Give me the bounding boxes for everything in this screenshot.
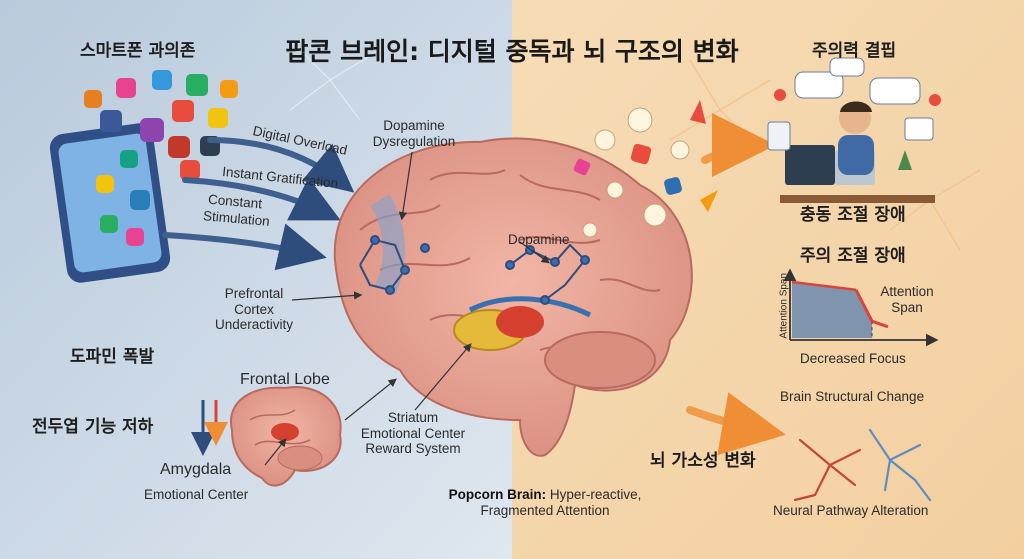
prefrontal-line3: Underactivity (214, 317, 294, 333)
attention-area (792, 282, 872, 338)
striatum-label: Striatum Emotional Center Reward System (348, 410, 478, 457)
structural-change-label: Brain Structural Change (780, 389, 925, 404)
main-brain (333, 137, 693, 457)
smartphone-heading: 스마트폰 과의존 (80, 41, 196, 61)
dopamine-molecule-right (505, 243, 590, 305)
popcorn-brain-line2: Fragmented Attention (480, 502, 610, 518)
attention-top-line (791, 280, 857, 292)
popcorn-brain-caption: Popcorn Brain: Hyper-reactive, Fragmente… (430, 487, 660, 518)
app-icons (84, 70, 238, 246)
prefrontal-line1: Prefrontal (224, 286, 284, 301)
chart-y-axis-label: Attention Span (778, 272, 790, 339)
page-title: 팝콘 브레인: 디지털 중독과 뇌 구조의 변화 (285, 37, 739, 66)
popcorn-brain-term: Popcorn Brain: (448, 487, 547, 502)
plasticity-heading: 뇌 가소성 변화 (650, 451, 756, 471)
popcorn-brain-desc: Hyper-reactive, (546, 487, 642, 502)
striatum-line2: Emotional Center (360, 425, 466, 441)
pointer-lines (264, 151, 550, 466)
striatum-line3: Reward System (365, 441, 461, 457)
dopamine-molecule-left (359, 235, 430, 295)
dopamine-dysregulation-label: Dopamine Dysregulation (370, 118, 458, 149)
attention-chart-axes (783, 268, 939, 347)
frontal-decline-heading: 전두엽 기능 저하 (32, 417, 154, 437)
prefrontal-line2: Cortex (234, 301, 274, 317)
chart-curve-label: Attention Span (872, 284, 942, 315)
output-arrows (686, 113, 786, 456)
dopamine-burst-heading: 도파민 폭발 (70, 347, 155, 367)
neural-pathway-label: Neural Pathway Alteration (773, 503, 929, 518)
decline-arrows (191, 400, 228, 456)
neural-pathways (793, 428, 932, 502)
striatum-line1: Striatum (387, 410, 439, 425)
impulse-control-heading: 충동 조절 장애 (800, 205, 906, 225)
faint-neuron-left (289, 39, 381, 121)
dopamine-label: Dopamine (508, 232, 570, 247)
chart-x-axis-label: Decreased Focus (800, 351, 906, 366)
smartphone (49, 123, 171, 283)
dopamine-dysregulation-line1: Dopamine (383, 118, 445, 133)
faint-neuron-right (669, 59, 981, 251)
small-brain (229, 386, 342, 487)
chart-curve-label-line1: Attention (880, 284, 934, 299)
chart-curve-label-line2: Span (891, 299, 923, 315)
amygdala-label: Amygdala (160, 461, 232, 478)
dopamine-dysregulation-line2: Dysregulation (372, 133, 456, 149)
popcorn-burst (573, 100, 718, 238)
prefrontal-label: Prefrontal Cortex Underactivity (210, 286, 298, 333)
distracted-person (767, 57, 941, 203)
input-arrows (162, 137, 355, 271)
attention-lapse-heading: 주의력 결핍 (812, 41, 897, 61)
attention-decline-line (854, 289, 889, 329)
frontal-lobe-label: Frontal Lobe (240, 371, 330, 388)
amygdala-role-label: Emotional Center (144, 487, 249, 502)
attention-regulation-heading: 주의 조절 장애 (800, 246, 906, 266)
attention-chart-marks (791, 280, 889, 338)
